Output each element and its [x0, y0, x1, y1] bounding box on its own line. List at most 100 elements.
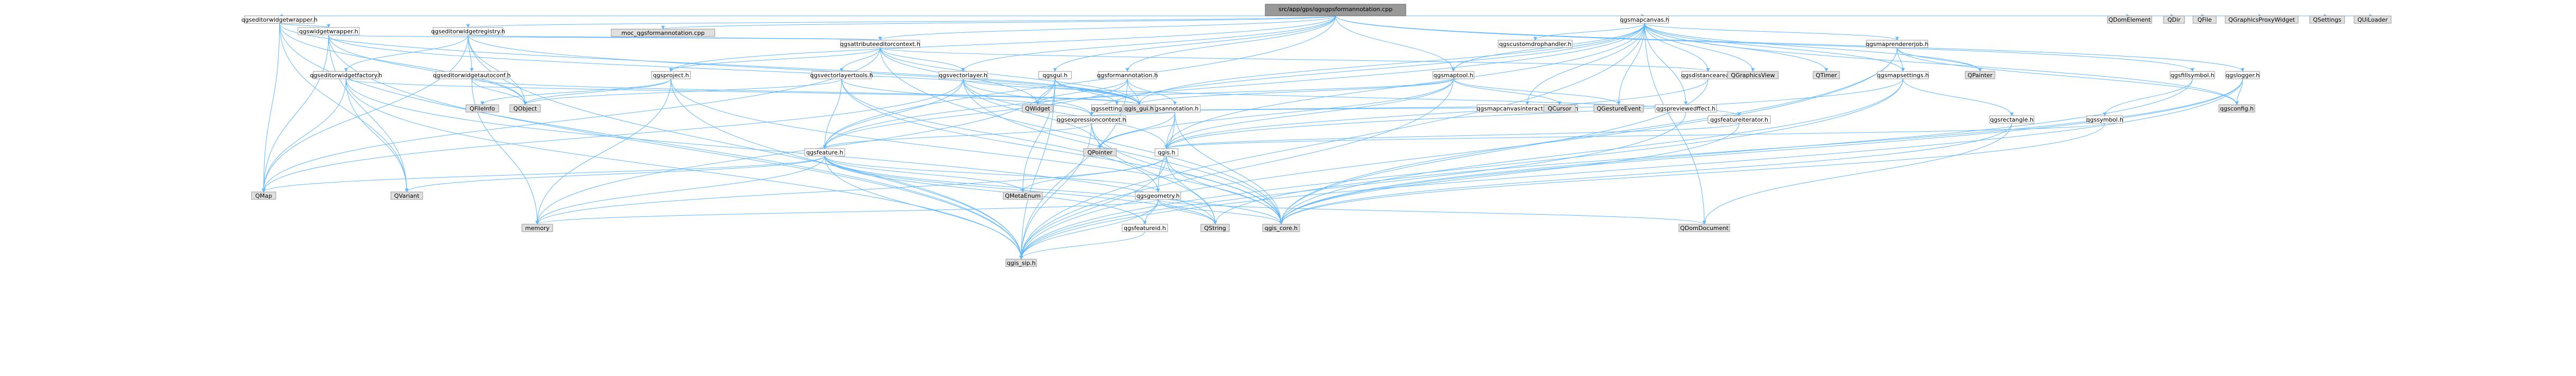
node-qgsmaptool[interactable]: qgsmaptool.h	[1432, 71, 1474, 79]
node-qgsproject[interactable]: qgsproject.h	[651, 71, 691, 79]
node-qgsdistancearea[interactable]: qgsdistancearea.h	[1681, 71, 1735, 79]
node-qgsvectorlayer[interactable]: qgsvectorlayer.h	[938, 71, 988, 79]
node-label: QMap	[255, 192, 272, 199]
node-label: qgsattributeeditorcontext.h	[840, 41, 920, 48]
dependency-edge	[1644, 23, 1706, 225]
dependency-edge	[1019, 47, 1898, 260]
node-qgsfeaturegetterwrapper[interactable]: qgseditorwidgetwrapper.h	[241, 15, 318, 24]
node-qgsvectorlayertools[interactable]: qgsvectorlayertools.h	[810, 71, 873, 79]
dependency-edge	[669, 47, 881, 72]
node-qgsfillsymbol[interactable]: qgsfillsymbol.h	[2170, 71, 2215, 79]
dependency-edge	[468, 34, 527, 105]
node-qgsgeometry[interactable]: qgsgeometry.h	[1135, 191, 1181, 200]
dependency-edge	[1166, 155, 1283, 225]
node-qgssymbol[interactable]: qgssymbol.h	[2086, 115, 2123, 124]
node-label: QPainter	[1967, 72, 1993, 79]
node-label: qgsannotation.h	[1151, 105, 1199, 112]
node-qgspreviewedffect[interactable]: qgspreviewedffect.h	[1655, 104, 1717, 113]
dependency-edge	[346, 78, 1141, 105]
node-label: qgssymbol.h	[2086, 116, 2123, 123]
dependency-edge	[279, 23, 409, 192]
node-qgsfeatureiterator[interactable]: qgsfeatureiterator.h	[1707, 115, 1771, 124]
dependency-edge	[1053, 15, 1336, 72]
node-label: QObject	[514, 105, 537, 112]
dependency-edge	[961, 15, 1336, 72]
node-qgsmapsettings[interactable]: qgsmapsettings.h	[1877, 71, 1929, 79]
dependency-edge	[1158, 199, 1283, 225]
node-qgsmapcanvas[interactable]: qgsmapcanvas.h	[1620, 15, 1669, 24]
dependency-edge	[262, 34, 469, 192]
dependency-edge	[1525, 23, 1645, 105]
node-qgscustomdrophandler[interactable]: qgscustomdrophandler.h	[1498, 40, 1573, 48]
dependency-edge	[1137, 78, 1454, 105]
dependency-edge	[471, 78, 539, 225]
dependency-edge	[535, 155, 1167, 225]
dependency-edge	[262, 78, 347, 192]
node-qgseditorwidgetregistry[interactable]: qgseditorwidgetregistry.h	[431, 27, 505, 35]
node-label: QDomElement	[2108, 16, 2151, 23]
node-label: qgsfeatureiterator.h	[1710, 116, 1768, 123]
node-label: qgsmaprendererjob.h	[1866, 41, 1929, 48]
dependency-edge	[523, 78, 842, 105]
dependency-edge	[841, 78, 1283, 225]
dependency-edge	[1166, 155, 1217, 225]
dependency-edge	[1137, 23, 1645, 105]
dependency-edge	[823, 123, 1092, 149]
node-label: qgsmapcanvas.h	[1620, 16, 1669, 23]
dependency-edge	[824, 155, 1023, 260]
dependency-edge	[328, 34, 1141, 105]
node-qgsconfig: qgsconfig.h	[2218, 104, 2255, 113]
node-label: QGestureEvent	[1597, 105, 1641, 112]
dependency-edge	[279, 23, 527, 105]
node-qgsattributeeditorcontext[interactable]: qgsattributeeditorcontext.h	[840, 40, 920, 48]
node-qgsannotation[interactable]: qgsannotation.h	[1149, 104, 1201, 113]
node-label: qgseditorwidgetregistry.h	[431, 28, 505, 35]
dependency-edge	[262, 78, 964, 192]
node-root[interactable]: src/app/gps/qgsgpsformannotation.cpp	[1265, 4, 1406, 16]
dependency-edge	[535, 78, 671, 225]
node-qgsrectangle[interactable]: qgsrectangle.h	[1989, 115, 2034, 124]
dependency-edge	[1533, 23, 1645, 41]
dependency-edge	[963, 78, 1283, 225]
dependency-edge	[1164, 78, 1454, 149]
node-qgseditorwidgetwrapper[interactable]: qgswidgetwrapper.h	[297, 27, 360, 35]
node-label: qgsgeometry.h	[1136, 192, 1180, 199]
node-qgseditorwidgetautoconf[interactable]: qgseditorwidgetautoconf.h	[433, 71, 511, 79]
node-mscgps: moc_qgsformannotation.cpp	[611, 29, 715, 37]
dependency-edge	[1453, 78, 1621, 105]
node-label: qgsvectorlayertools.h	[810, 72, 873, 79]
node-qgsfeatured[interactable]: qgsfeatureid.h	[1122, 224, 1168, 232]
dependency-edge	[1054, 78, 1141, 105]
dependency-edge	[1019, 123, 1092, 260]
dependency-edge	[1902, 78, 2014, 116]
dependency-edge	[1035, 78, 1128, 105]
dependency-edge	[262, 155, 825, 192]
node-qgsmaprendererjob[interactable]: qgsmaprendererjob.h	[1866, 40, 1929, 48]
node-qgis[interactable]: qgis.h	[1154, 148, 1179, 157]
dependency-edge	[1335, 15, 2245, 72]
dependency-edge	[661, 15, 1336, 30]
node-label: qgslogger.h	[2226, 72, 2260, 79]
node-qstring: QString	[1200, 224, 1230, 232]
dependency-edge	[468, 34, 1141, 105]
node-qgsformannotation[interactable]: qgsformannotation.h	[1097, 71, 1158, 79]
dependency-edge	[466, 15, 1336, 28]
dependency-edge	[880, 47, 965, 72]
node-qgseditorwidgetfactory[interactable]: qgseditorwidgetfactory.h	[310, 71, 382, 79]
dependency-edge	[1091, 123, 1283, 225]
node-label: qgswidgetwrapper.h	[299, 28, 358, 35]
node-label: QWidget	[1025, 105, 1050, 112]
dependency-edge	[1019, 78, 1056, 260]
dependency-edge	[963, 78, 1169, 149]
node-qgslogger[interactable]: qgslogger.h	[2225, 71, 2260, 79]
node-label: qgseditorwidgetfactory.h	[310, 72, 382, 79]
node-qgsgui[interactable]: qgsgui.h	[1038, 71, 1072, 79]
node-qgsexpressioncontext[interactable]: qgsexpressioncontext.h	[1057, 115, 1126, 124]
dependency-edge	[1019, 78, 1903, 260]
dependency-edge	[1164, 78, 1903, 149]
dependency-edge	[328, 34, 882, 41]
node-qgsfeature[interactable]: qgsfeature.h	[804, 148, 845, 157]
dependency-edge	[1098, 78, 1454, 149]
dependency-edge	[880, 47, 1283, 225]
